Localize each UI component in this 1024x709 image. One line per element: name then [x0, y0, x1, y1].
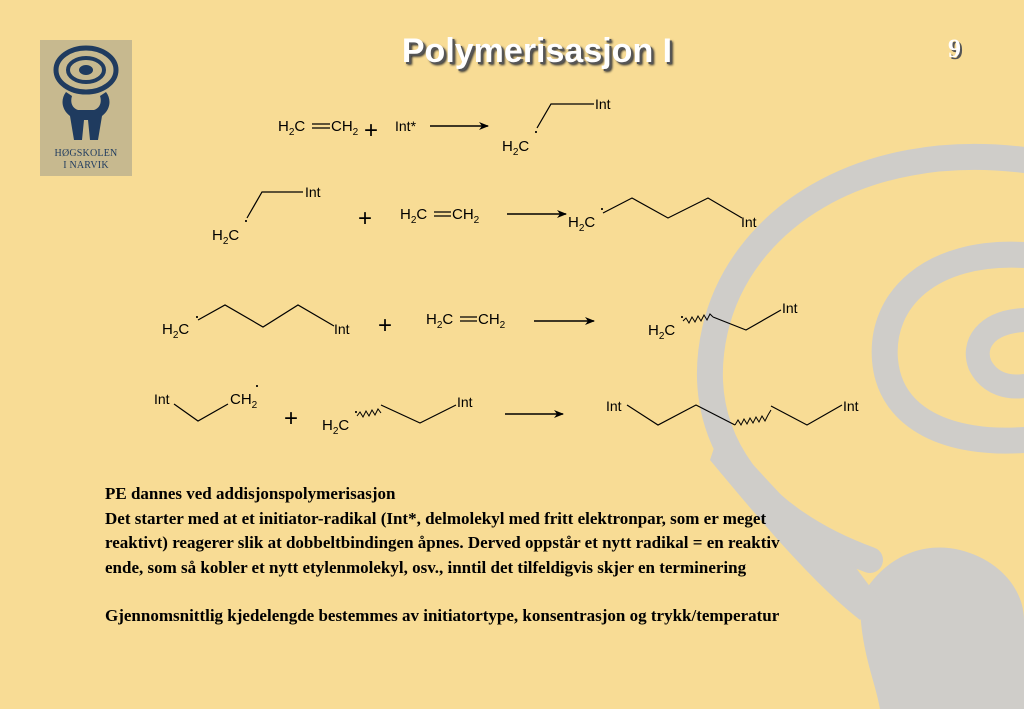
svg-text:·: ·: [533, 121, 539, 141]
svg-text:·: ·: [243, 210, 249, 230]
reaction-2: H2C · Int + H2C CH2 H2C · Int: [212, 184, 757, 247]
page-number: 9: [948, 34, 961, 63]
text-line-5: Gjennomsnittlig kjedelengde bestemmes av…: [105, 606, 780, 625]
school-logo: HØGSKOLEN I NARVIK: [40, 40, 132, 176]
r4-radical-int: Int: [457, 394, 473, 410]
explanation-text: PE dannes ved addisjonspolymerisasjon De…: [105, 482, 985, 629]
reaction-4: Int CH2 · + H2C · Int Int Int: [154, 375, 859, 437]
r2-product-int: Int: [741, 214, 757, 230]
r1-product-h2c: H2C: [502, 138, 529, 158]
svg-text:CH2: CH2: [331, 118, 359, 138]
reaction-3: H2C · Int + H2C CH2 H2C · Int: [162, 300, 798, 342]
decor-inner-ring: [871, 241, 1024, 454]
decor-figure-body: [860, 547, 1024, 709]
r1-initiator: Int*: [395, 118, 417, 134]
r2-ethylene: H2C: [400, 206, 427, 226]
svg-text:·: ·: [194, 306, 200, 326]
logo-text-line1: HØGSKOLEN: [54, 148, 118, 159]
text-line-4: ende, som så kobler et nytt etylenmoleky…: [105, 557, 747, 577]
r2-radical-h2c: H2C: [212, 227, 239, 247]
r1-product-int: Int: [595, 96, 611, 112]
r4-radical-h2c: H2C: [322, 417, 349, 437]
text-line-1: PE dannes ved addisjonspolymerisasjon: [105, 484, 396, 503]
logo-emblem-icon: [53, 45, 119, 140]
r3-radical-h2c: H2C: [162, 321, 189, 341]
text-line-2: Det starter med at et initiator-radikal …: [105, 508, 767, 528]
svg-text:·: ·: [254, 375, 260, 395]
decor-center-ring: [965, 308, 1024, 399]
r3-product-h2c: H2C: [648, 322, 675, 342]
r3-ethylene: H2C: [426, 311, 453, 331]
r4-product-int-right: Int: [843, 398, 859, 414]
svg-text:CH2: CH2: [478, 311, 506, 331]
r4-left-ch2: CH2: [230, 391, 258, 411]
decor-figure-arm: [710, 430, 880, 620]
svg-text:·: ·: [353, 401, 359, 421]
r2-radical-int: Int: [305, 184, 321, 200]
r3-plus: +: [378, 312, 392, 339]
r4-product-int-left: Int: [606, 398, 622, 414]
r3-product-int: Int: [782, 300, 798, 316]
svg-text:CH2: CH2: [452, 206, 480, 226]
svg-text:·: ·: [599, 198, 605, 218]
slide-title: Polymerisasjon I: [401, 32, 673, 70]
r2-product-h2c: H2C: [568, 214, 595, 234]
r3-radical-int: Int: [334, 321, 350, 337]
svg-text:·: ·: [679, 306, 685, 326]
r2-plus: +: [358, 205, 372, 232]
r1-ethylene: H2C: [278, 118, 305, 138]
r1-plus: +: [364, 117, 378, 144]
reaction-1: H2C CH2 + Int* H2C · Int: [278, 96, 611, 158]
r4-plus: +: [284, 405, 298, 432]
logo-text-line2: I NARVIK: [63, 160, 109, 171]
r4-left-int: Int: [154, 391, 170, 407]
text-line-3: reaktivt) reagerer slik at dobbeltbindin…: [105, 533, 780, 552]
